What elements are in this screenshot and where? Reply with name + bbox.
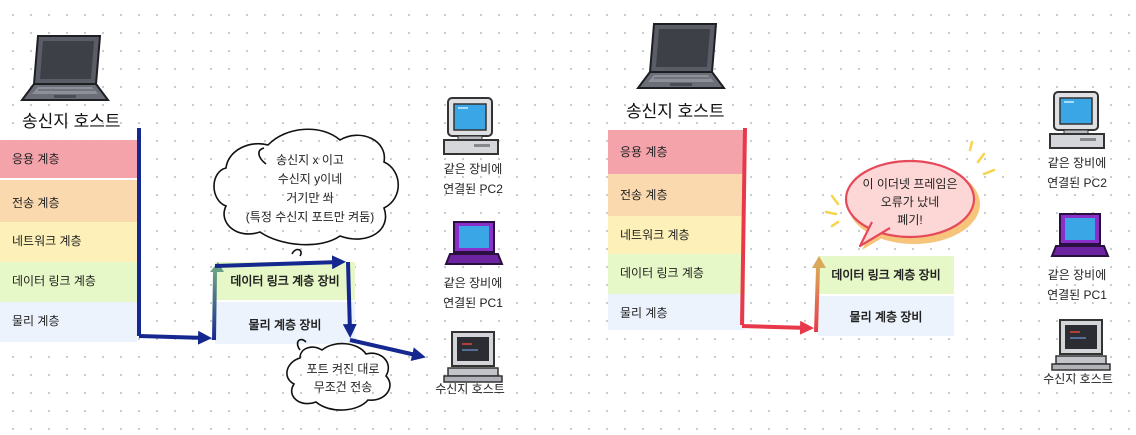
sender-host-title: 송신지 호스트 xyxy=(22,112,121,131)
layer-transport: 전송 계층 xyxy=(608,174,745,216)
thought-line-3: 거기만 쏴 xyxy=(286,191,334,205)
speech-line-3: 폐기! xyxy=(897,213,923,227)
pc2-label-line-1: 같은 장비에 xyxy=(1047,156,1107,170)
device-datalink-layer: 데이터 링크 계층 장비 xyxy=(215,262,355,300)
cloud-line-2: 무조건 전송 xyxy=(313,380,373,394)
layer-application: 응용 계층 xyxy=(608,130,745,174)
layer-transport: 전송 계층 xyxy=(0,180,137,222)
thought-line-2: 수신지 y이네 xyxy=(277,172,343,186)
pc2-label-line-2: 연결된 PC2 xyxy=(443,182,503,196)
layer-datalink: 데이터 링크 계층 xyxy=(608,254,745,294)
layer-physical: 물리 계층 xyxy=(608,294,745,330)
pc1-label-line-2: 연결된 PC1 xyxy=(1047,288,1107,302)
pc1-label-line-1: 같은 장비에 xyxy=(1047,268,1107,282)
cloud-line-1: 포트 켜진 대로 xyxy=(306,362,380,376)
layer-physical: 물리 계층 xyxy=(0,302,137,342)
speech-line-1: 이 이더넷 프레임은 xyxy=(862,177,958,191)
thought-line-1: 송신지 x 이고 xyxy=(276,153,344,167)
layer-network: 네트워크 계층 xyxy=(608,216,745,254)
device-datalink-layer: 데이터 링크 계층 장비 xyxy=(818,256,954,294)
device-physical-layer: 물리 계층 장비 xyxy=(818,296,954,336)
pc2-label-line-2: 연결된 PC2 xyxy=(1047,176,1107,190)
layer-application: 응용 계층 xyxy=(0,140,137,178)
pc1-label-line-2: 연결된 PC1 xyxy=(443,296,503,310)
device-physical-layer: 물리 계층 장비 xyxy=(215,302,355,344)
pc1-label-line-1: 같은 장비에 xyxy=(443,276,503,290)
pc2-label-line-1: 같은 장비에 xyxy=(443,162,503,176)
layer-datalink: 데이터 링크 계층 xyxy=(0,262,137,302)
thought-line-4: (특정 수신지 포트만 켜둠) xyxy=(245,210,375,224)
layer-network: 네트워크 계층 xyxy=(0,222,137,262)
receiver-host-label: 수신지 호스트 xyxy=(435,382,505,396)
receiver-host-label: 수신지 호스트 xyxy=(1043,372,1113,386)
speech-line-2: 오류가 났네 xyxy=(880,195,940,209)
sender-host-title: 송신지 호스트 xyxy=(626,102,725,121)
